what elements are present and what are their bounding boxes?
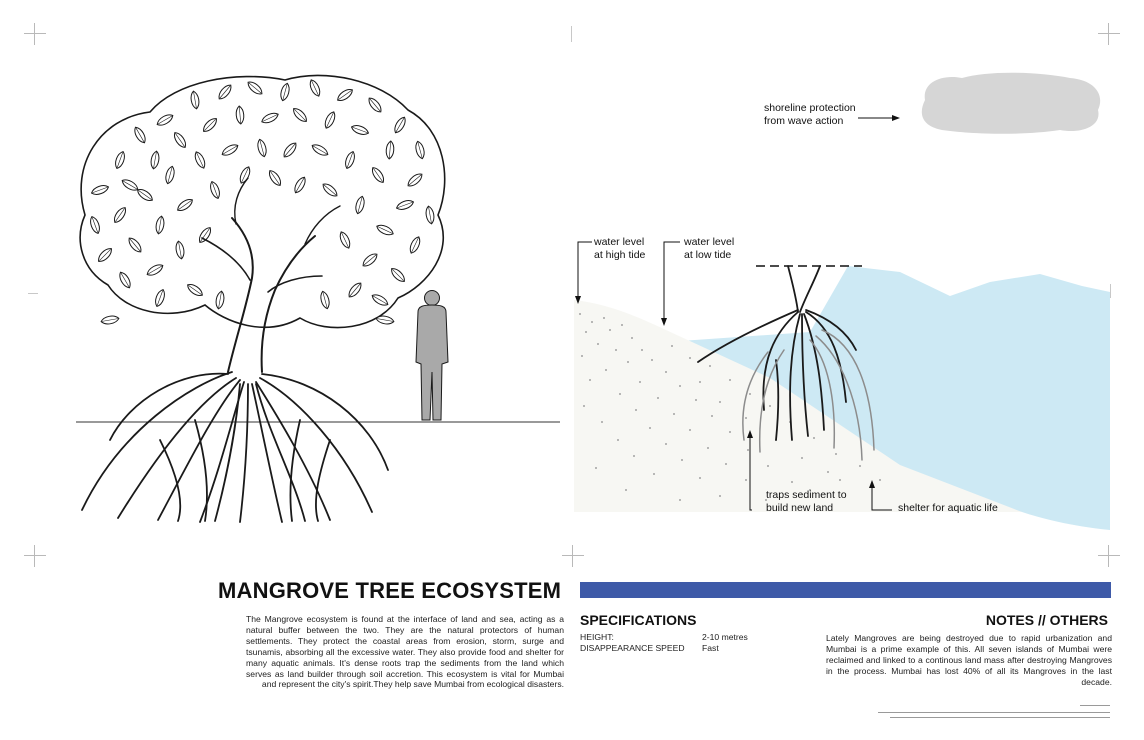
spec-label: DISAPPEARANCE SPEED (580, 643, 685, 653)
specifications-heading: SPECIFICATIONS (580, 612, 697, 628)
shelter-pointer (871, 484, 892, 511)
spec-label: HEIGHT: (580, 632, 614, 642)
sediment-slope (574, 300, 1022, 512)
crop-mark-bottom-center (562, 545, 584, 567)
label-shelter: shelter for aquatic life (898, 502, 998, 515)
crop-mark-top-right (1098, 23, 1120, 45)
fine-print-line (890, 717, 1110, 718)
fold-mark-top (571, 26, 572, 42)
spec-value: Fast (702, 643, 719, 653)
low-tide-pointer (663, 241, 680, 322)
fine-print-line (1080, 705, 1110, 706)
diagram-mangrove-roots (697, 265, 857, 441)
spec-value: 2-10 metres (702, 632, 748, 642)
canopy (79, 74, 446, 329)
label-low-tide-line-1: water level (684, 236, 735, 248)
tidal-zone-diagram (574, 72, 1110, 530)
label-sediment-line-2: build new land (766, 502, 834, 514)
human-scale-figure (415, 290, 449, 421)
mangrove-tree-illustration (76, 74, 560, 523)
label-high-tide-line-1: water level (594, 236, 645, 248)
fold-mark-left (28, 293, 38, 294)
spec-row-height: HEIGHT: 2-10 metres (580, 632, 748, 643)
notes-heading: NOTES // OTHERS (985, 612, 1108, 628)
spec-row-disappearance: DISAPPEARANCE SPEED Fast (580, 643, 719, 654)
tree-trunk (201, 177, 341, 373)
label-low-tide-line-2: at low tide (684, 249, 732, 261)
high-tide-pointer (577, 241, 592, 300)
fold-mark-right (1110, 284, 1111, 298)
sediment-dots (579, 313, 881, 501)
page-title: MANGROVE TREE ECOSYSTEM (218, 578, 562, 603)
fine-print-line (878, 712, 1110, 713)
label-shoreline-protection: shoreline protection from wave action (764, 102, 856, 128)
crop-mark-bottom-left (24, 545, 46, 567)
label-traps-sediment: traps sediment to build new land (766, 489, 847, 515)
crop-mark-bottom-right (1098, 545, 1120, 567)
intro-paragraph: The Mangrove ecosystem is found at the i… (246, 614, 564, 690)
label-shoreline-line-2: from wave action (764, 115, 844, 127)
crop-mark-top-left (24, 23, 46, 45)
label-high-tide-line-2: at high tide (594, 249, 646, 261)
water-body (666, 266, 1110, 530)
label-sediment-line-1: traps sediment to (766, 489, 847, 501)
label-high-tide: water level at high tide (594, 236, 645, 262)
label-shoreline-line-1: shoreline protection (764, 102, 856, 114)
notes-paragraph: Lately Mangroves are being destroyed due… (826, 633, 1112, 687)
label-shelter-line-1: shelter for aquatic life (898, 502, 998, 514)
wave-blob (921, 72, 1101, 134)
sediment-pointer (749, 434, 752, 511)
accent-bar (580, 582, 1111, 598)
prop-roots (81, 371, 389, 523)
diagram-mangrove-roots-submerged (742, 329, 875, 461)
label-low-tide: water level at low tide (684, 236, 734, 262)
